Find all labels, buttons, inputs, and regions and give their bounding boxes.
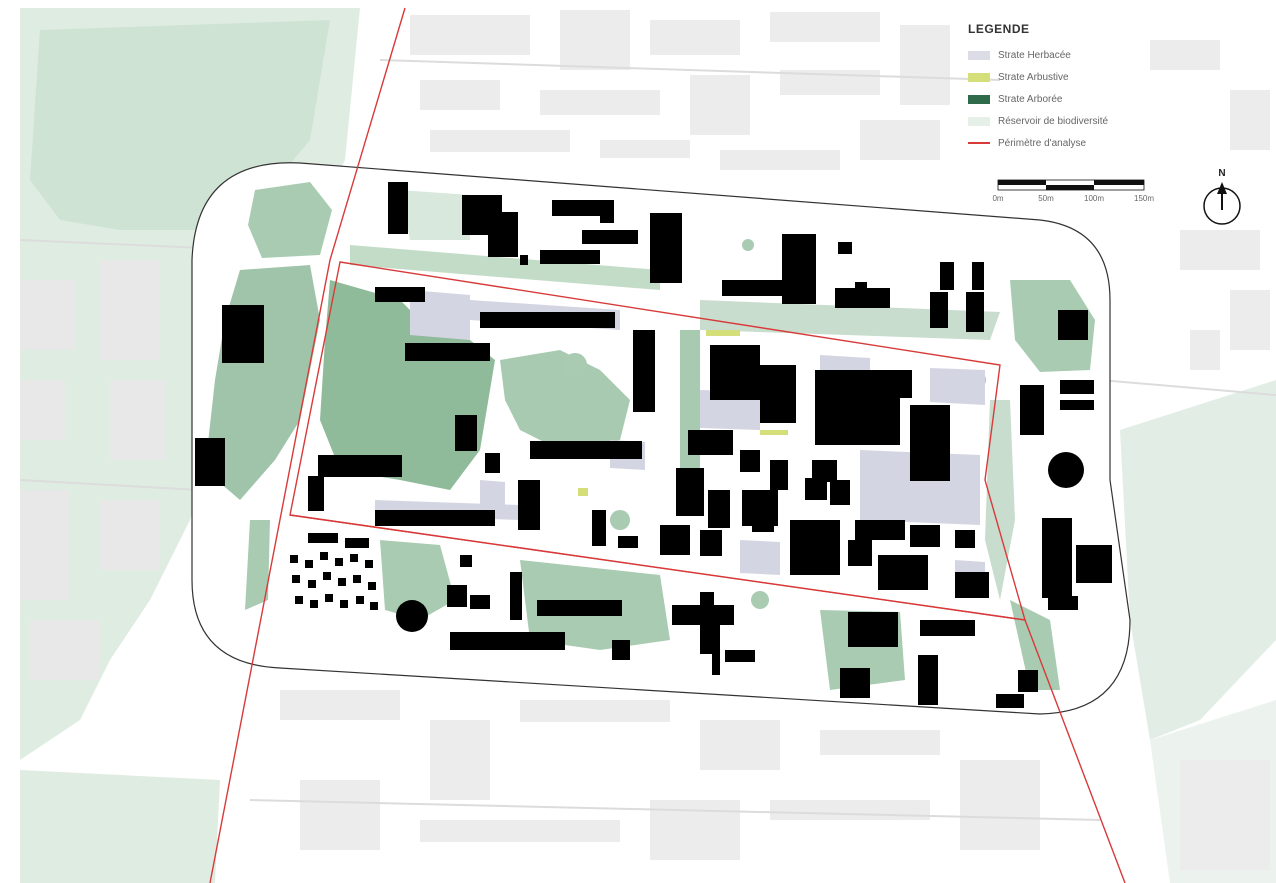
small-blocks-pattern (290, 552, 378, 610)
legend-label: Réservoir de biodiversité (998, 115, 1109, 127)
legend-panel: LEGENDE Strate Herbacée Strate Arbustive… (968, 22, 1168, 154)
shrub-stratum (578, 330, 788, 496)
scale-label-0: 0m (992, 194, 1004, 203)
legend-swatch-shrub (968, 72, 990, 82)
legend-label: Strate Herbacée (998, 49, 1071, 61)
north-label: N (1218, 168, 1226, 179)
scale-bar-graphic (997, 179, 1145, 191)
legend-swatch-reservoir (968, 116, 990, 126)
legend-item-herbaceous: Strate Herbacée (968, 44, 1168, 66)
legend-label: Strate Arbustive (998, 71, 1069, 83)
legend-title: LEGENDE (968, 22, 1030, 36)
legend-item-reservoir: Réservoir de biodiversité (968, 110, 1168, 132)
north-arrow: N (1200, 168, 1244, 224)
north-arrow-graphic (1203, 182, 1241, 225)
buildings (195, 182, 1112, 708)
scale-label-100: 100m (1083, 194, 1105, 203)
legend-item-shrub: Strate Arbustive (968, 66, 1168, 88)
legend-swatch-perimeter (968, 142, 990, 144)
legend-item-perimeter: Périmètre d'analyse (968, 132, 1168, 154)
context-layer (19, 8, 1276, 883)
analysis-perimeter (209, 7, 1126, 883)
legend-swatch-herbaceous (968, 50, 990, 60)
scale-label-150: 150m (1133, 194, 1155, 203)
scale-label-50: 50m (1038, 194, 1054, 203)
legend-label: Périmètre d'analyse (998, 137, 1087, 149)
legend-swatch-tree (968, 94, 990, 104)
legend-item-tree: Strate Arborée (968, 88, 1168, 110)
legend-label: Strate Arborée (998, 93, 1063, 105)
scale-bar: 0m 50m 100m 150m (988, 178, 1158, 208)
